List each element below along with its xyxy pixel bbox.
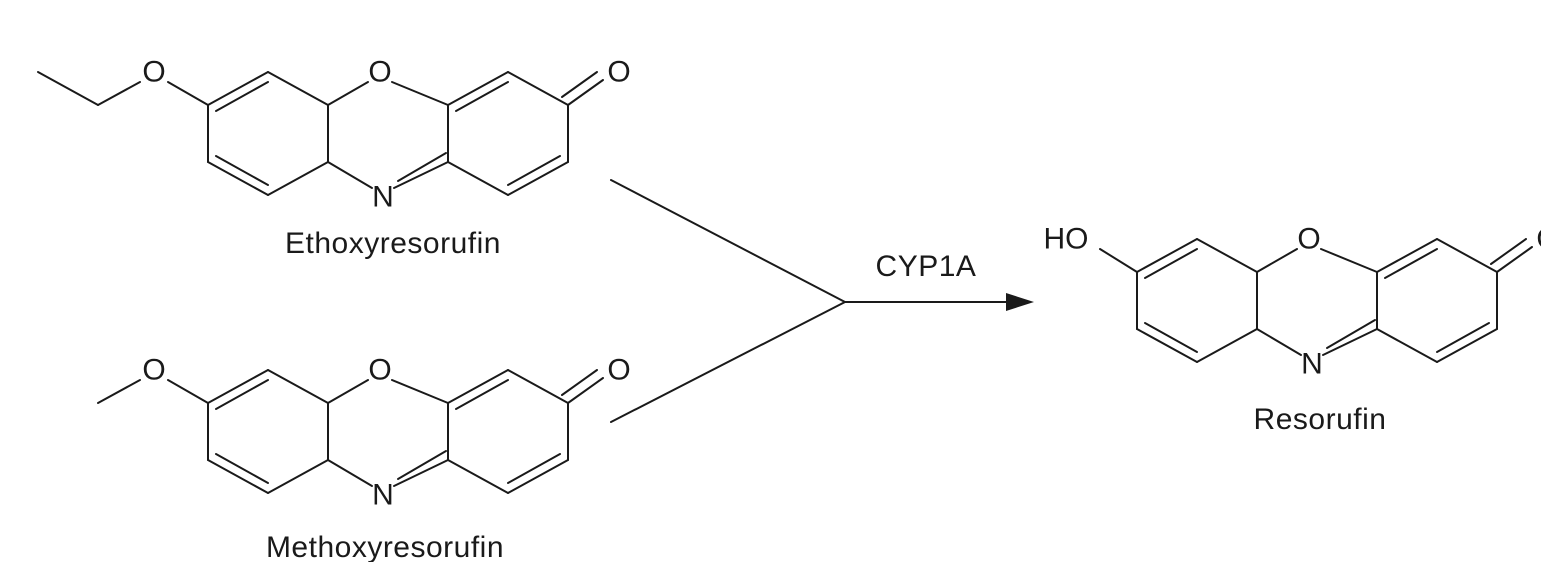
keto-oxygen-label: O [607,354,630,387]
methoxyresorufin-structure: O N O O Methoxyresorufin [97,354,631,562]
keto-oxygen-label: O [607,56,630,89]
enzyme-label: CYP1A [876,250,977,283]
bonds [1099,238,1533,363]
bonds [37,71,604,196]
ethoxyresorufin-label: Ethoxyresorufin [285,227,501,260]
resorufin-label: Resorufin [1254,403,1387,436]
hydroxyl-label: HO [1044,223,1089,256]
ring-nitrogen-label: N [1301,348,1323,381]
ether-oxygen-label: O [142,56,165,89]
ring-oxygen-label: O [368,354,391,387]
methoxyresorufin-label: Methoxyresorufin [266,531,504,562]
ethoxyresorufin-structure: O N O O Ethoxyresorufin [37,56,631,260]
ring-nitrogen-label: N [372,181,394,214]
bonds [97,369,604,494]
reaction-arrow: CYP1A [610,179,1034,423]
ring-oxygen-label: O [1297,223,1320,256]
ring-nitrogen-label: N [372,479,394,512]
keto-oxygen-label: O [1536,223,1541,256]
ether-oxygen-label: O [142,354,165,387]
arrowhead-icon [1006,293,1034,311]
resorufin-structure: O N O HO Resorufin [1044,223,1541,437]
ring-oxygen-label: O [368,56,391,89]
